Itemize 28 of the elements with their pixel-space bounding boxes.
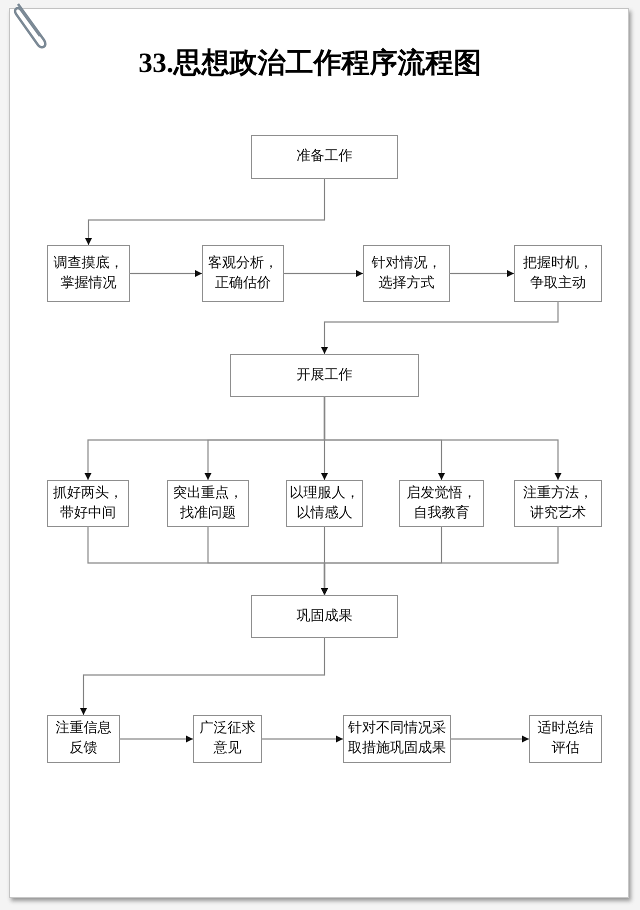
process-box: 注重方法，讲究艺术 bbox=[514, 480, 602, 527]
process-box: 针对不同情况采取措施巩固成果 bbox=[343, 715, 451, 763]
process-box: 把握时机，争取主动 bbox=[514, 245, 602, 302]
arrow bbox=[120, 736, 193, 742]
arrow bbox=[451, 736, 529, 742]
process-box: 以理服人，以情感人 bbox=[286, 480, 363, 527]
process-box: 抓好两头，带好中间 bbox=[47, 480, 129, 527]
process-box: 启发觉悟，自我教育 bbox=[399, 480, 484, 527]
process-box: 注重信息反馈 bbox=[47, 715, 120, 763]
arrow bbox=[284, 270, 363, 277]
arrow bbox=[85, 179, 326, 245]
arrow bbox=[450, 270, 514, 277]
title: 33.思想政治工作程序流程图 bbox=[138, 46, 482, 81]
process-box: 适时总结评估 bbox=[529, 715, 602, 763]
arrow bbox=[262, 736, 343, 742]
process-box: 准备工作 bbox=[251, 135, 398, 179]
process-box: 调查摸底，掌握情况 bbox=[47, 245, 130, 302]
arrow bbox=[324, 397, 562, 480]
process-box: 客观分析，正确估价 bbox=[202, 245, 284, 302]
arrow bbox=[130, 270, 202, 277]
process-box: 开展工作 bbox=[230, 354, 419, 397]
arrow bbox=[321, 302, 559, 354]
process-box: 突出重点，找准问题 bbox=[167, 480, 249, 527]
process-box: 广泛征求意见 bbox=[193, 715, 262, 763]
process-box: 针对情况，选择方式 bbox=[363, 245, 450, 302]
process-box: 巩固成果 bbox=[251, 595, 398, 638]
arrow bbox=[80, 638, 326, 715]
arrow bbox=[321, 527, 559, 595]
